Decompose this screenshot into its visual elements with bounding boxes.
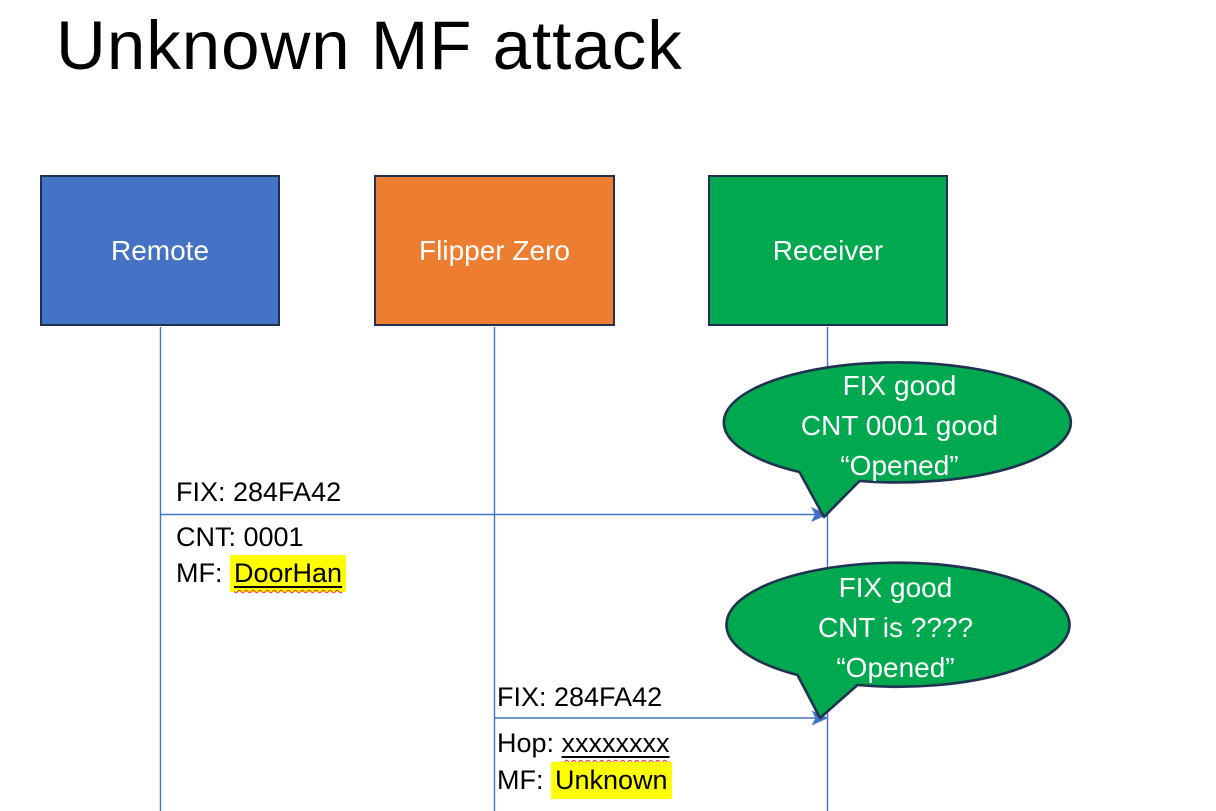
hop-word: xxxxxxxx (561, 728, 670, 758)
message-1-line-3: MF: DoorHan (176, 555, 347, 592)
message-1-line-2: CNT: 0001 (176, 522, 304, 552)
doorhan-highlight: DoorHan (230, 555, 347, 592)
callout-2-line-3: “Opened” (836, 652, 955, 683)
speech-bubble-2 (725, 561, 1071, 720)
actor-label-receiver: Receiver (772, 234, 884, 266)
actor-label-flipper-zero: Flipper Zero (419, 234, 570, 266)
message-2-line-1: FIX: 284FA42 (497, 682, 663, 712)
callout-2-line-2: CNT is ???? (817, 612, 974, 643)
message-1-line-3-prefix: MF: (176, 558, 230, 588)
callout-2-text: FIX good CNT is ???? “Opened” (722, 568, 1069, 688)
doorhan-word: DoorHan (234, 558, 343, 588)
message-2-line-2-prefix: Hop: (497, 728, 562, 758)
message-1-line-1: FIX: 284FA42 (176, 477, 342, 507)
actor-box-remote: Remote (40, 175, 280, 326)
callout-1-line-2: CNT 0001 good (800, 410, 999, 441)
speech-bubble-1 (722, 361, 1073, 519)
unknown-highlight: Unknown (551, 762, 672, 799)
actor-box-receiver: Receiver (708, 175, 948, 326)
message-2-line-3: MF: Unknown (497, 762, 672, 799)
message-2-line-3-prefix: MF: (497, 765, 551, 795)
arrowhead-icon (811, 507, 828, 522)
callout-1-line-3: “Opened” (840, 450, 959, 481)
callout-1-text: FIX good CNT 0001 good “Opened” (726, 366, 1073, 486)
callout-1-line-1: FIX good (842, 370, 957, 401)
slide-title: Unknown MF attack (56, 7, 683, 84)
actor-box-flipper-zero: Flipper Zero (374, 175, 615, 326)
actor-label-remote: Remote (110, 234, 210, 266)
callout-2-line-1: FIX good (838, 572, 953, 603)
message-arrow-remote-to-receiver (160, 507, 828, 522)
message-2-line-2: Hop: xxxxxxxx (497, 727, 670, 759)
